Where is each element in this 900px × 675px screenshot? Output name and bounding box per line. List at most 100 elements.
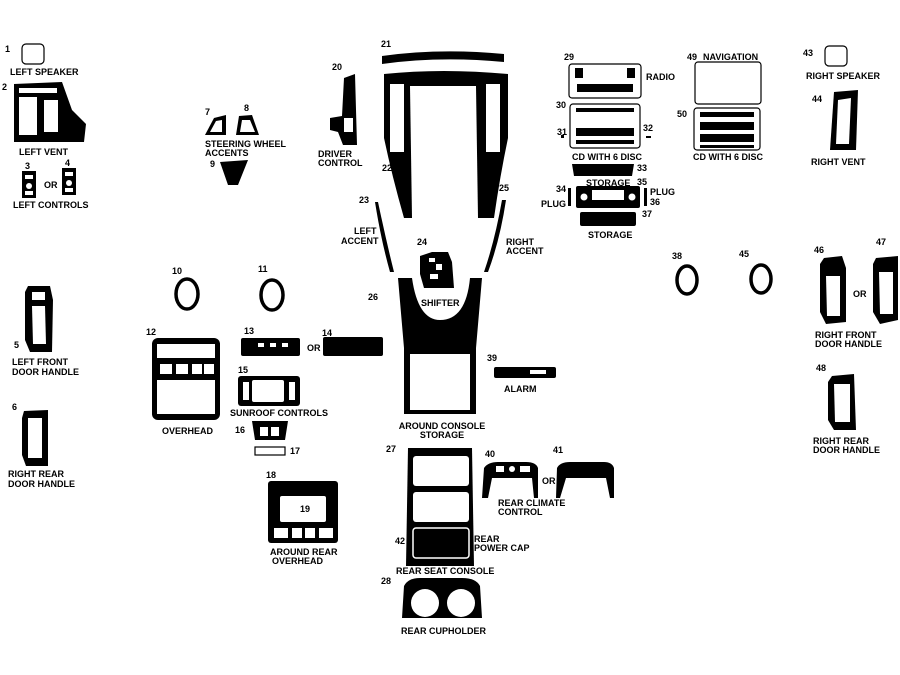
part-number-37: 37 <box>642 209 653 219</box>
part-number-8: 8 <box>244 103 250 113</box>
part-number-1: 1 <box>5 44 11 54</box>
part-20-driver-control <box>330 74 357 145</box>
part-13-panel <box>241 338 300 356</box>
part-number-46: 46 <box>814 245 825 255</box>
part-number-34: 34 <box>556 184 567 194</box>
part-number-10: 10 <box>172 266 183 276</box>
part-number-29: 29 <box>564 52 575 62</box>
part-number-33: 33 <box>637 163 648 173</box>
label-plug-right: PLUG <box>650 187 676 197</box>
part-number-35: 35 <box>637 177 648 187</box>
part-number-20: 20 <box>332 62 343 72</box>
part-number-41: 41 <box>553 445 564 455</box>
part-number-2: 2 <box>2 82 8 92</box>
part-35-panel <box>576 186 640 208</box>
part-11-ring <box>259 278 285 312</box>
part-4-left-control <box>62 168 76 195</box>
part-21-top-strip <box>382 51 504 64</box>
label-rear-power-cap-line1: REAR <box>474 534 500 544</box>
part-29-radio <box>568 63 642 99</box>
part-17-panel <box>254 446 286 456</box>
label-radio: RADIO <box>646 72 675 82</box>
label-right-accent-line1: RIGHT <box>506 237 534 247</box>
part-number-4: 4 <box>65 158 71 168</box>
part-45-ring <box>749 263 773 295</box>
part-number-38: 38 <box>672 251 683 261</box>
part-15-sunroof-controls <box>238 376 300 406</box>
part-43-right-speaker <box>824 45 848 67</box>
part-number-18: 18 <box>266 470 277 480</box>
part-number-42: 42 <box>395 536 406 546</box>
part-28-rear-cupholder <box>402 578 482 618</box>
label-overhead: OVERHEAD <box>162 426 214 436</box>
part-48-right-rear-door-handle <box>828 374 856 430</box>
label-cd-with-6-disc-right: CD WITH 6 DISC <box>693 152 764 162</box>
label-cd-with-6-disc-left: CD WITH 6 DISC <box>572 152 643 162</box>
label-steering-wheel-accents-line1: STEERING WHEEL <box>205 139 287 149</box>
part-32-small <box>646 136 651 138</box>
label-left-accent-line1: LEFT <box>354 226 377 236</box>
part-6-right-rear-door-handle <box>22 410 48 466</box>
part-number-16: 16 <box>235 425 246 435</box>
label-navigation: NAVIGATION <box>703 52 759 62</box>
part-number-7: 7 <box>205 107 211 117</box>
part-number-49: 49 <box>687 52 698 62</box>
part-number-23: 23 <box>359 195 370 205</box>
label-rear-seat-console: REAR SEAT CONSOLE <box>396 566 495 576</box>
label-right-vent: RIGHT VENT <box>811 157 866 167</box>
part-18-around-rear-overhead <box>268 481 338 543</box>
part-number-45: 45 <box>739 249 750 259</box>
label-around-console-storage-line1: AROUND CONSOLE <box>398 421 486 431</box>
part-number-47: 47 <box>876 237 887 247</box>
part-33-storage <box>572 164 634 176</box>
part-number-28: 28 <box>381 576 392 586</box>
label-driver-control-line2: CONTROL <box>318 158 363 168</box>
part-50-cd-with-6-disc <box>693 107 761 151</box>
part-number-27: 27 <box>386 444 397 454</box>
part-number-17: 17 <box>290 446 301 456</box>
part-number-5: 5 <box>14 340 20 350</box>
part-number-25: 25 <box>499 183 510 193</box>
label-right-speaker: RIGHT SPEAKER <box>806 71 881 81</box>
part-number-22: 22 <box>382 163 393 173</box>
label-right-accent-line2: ACCENT <box>506 246 544 256</box>
part-number-32: 32 <box>643 123 654 133</box>
label-driver-control-line1: DRIVER <box>318 149 353 159</box>
label-left-speaker: LEFT SPEAKER <box>10 67 79 77</box>
label-or-13-14: OR <box>307 343 321 353</box>
part-42-rear-power-cap <box>412 527 470 559</box>
label-right-rear-door-handle-line2: DOOR HANDLE <box>813 445 880 455</box>
label-around-console-storage-line2: STORAGE <box>419 430 465 440</box>
part-41-rear-climate-cover <box>556 462 614 498</box>
label-left-front-door-handle-line2: DOOR HANDLE <box>12 367 79 377</box>
part-31-small <box>561 135 564 138</box>
part-number-44: 44 <box>812 94 823 104</box>
part-number-26: 26 <box>368 292 379 302</box>
part-number-30: 30 <box>556 100 567 110</box>
part-44-right-vent <box>830 90 858 150</box>
label-around-rear-overhead-line2: OVERHEAD <box>272 556 324 566</box>
part-34-plug <box>568 188 571 206</box>
part-2-left-vent <box>14 82 86 142</box>
label-rear-cupholder: REAR CUPHOLDER <box>401 626 487 636</box>
part-24-shifter <box>420 252 454 288</box>
label-around-rear-overhead-line1: AROUND REAR <box>270 547 338 557</box>
part-number-43: 43 <box>803 48 814 58</box>
label-plug-left: PLUG <box>541 199 567 209</box>
part-1-left-speaker <box>21 43 45 65</box>
part-number-36: 36 <box>650 197 661 207</box>
part-number-15: 15 <box>238 365 249 375</box>
part-number-19: 19 <box>300 504 311 514</box>
label-rear-power-cap-line2: POWER CAP <box>474 543 530 553</box>
label-shifter: SHIFTER <box>421 298 460 308</box>
part-number-14: 14 <box>322 328 333 338</box>
label-right-rear-door-handle-left-line1: RIGHT REAR <box>8 469 64 479</box>
label-steering-wheel-accents-line2: ACCENTS <box>205 148 249 158</box>
part-number-40: 40 <box>485 449 496 459</box>
part-23-left-accent <box>375 202 394 272</box>
label-rear-climate-control-line1: REAR CLIMATE <box>498 498 566 508</box>
label-rear-climate-control-line2: CONTROL <box>498 507 543 517</box>
label-left-vent: LEFT VENT <box>19 147 68 157</box>
label-left-accent-line2: ACCENT <box>341 236 379 246</box>
